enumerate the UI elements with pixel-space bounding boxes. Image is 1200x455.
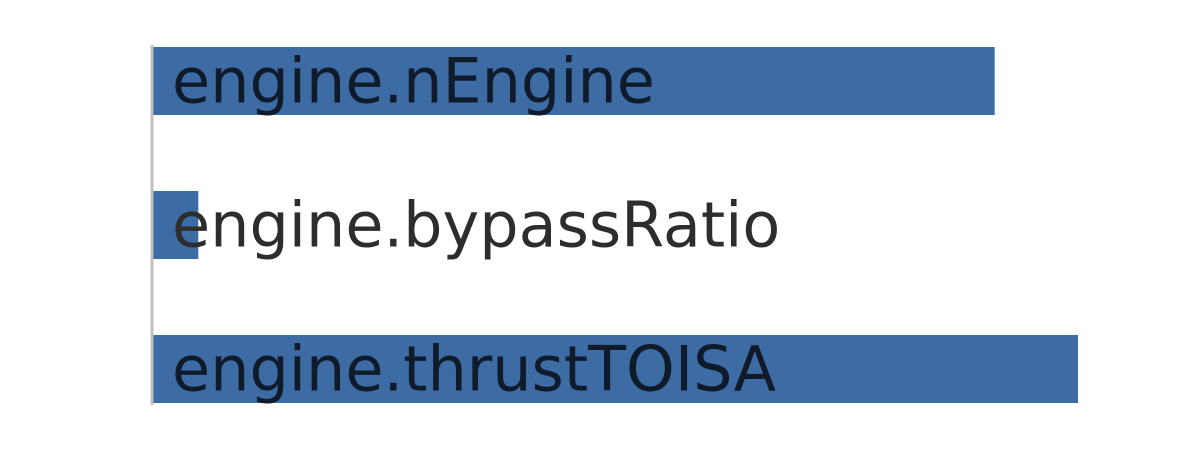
category-label-1: engine.bypassRatio	[172, 189, 780, 262]
bar-0	[152, 47, 995, 115]
category-label-2: engine.thrustTOISA	[172, 333, 776, 406]
bar-2	[152, 335, 1078, 403]
bar-1	[152, 191, 199, 259]
category-label-0: engine.nEngine	[172, 45, 655, 118]
labels-layer: engine.nEngine engine.bypassRatio engine.t…	[172, 45, 780, 406]
bars-layer	[152, 47, 1078, 403]
